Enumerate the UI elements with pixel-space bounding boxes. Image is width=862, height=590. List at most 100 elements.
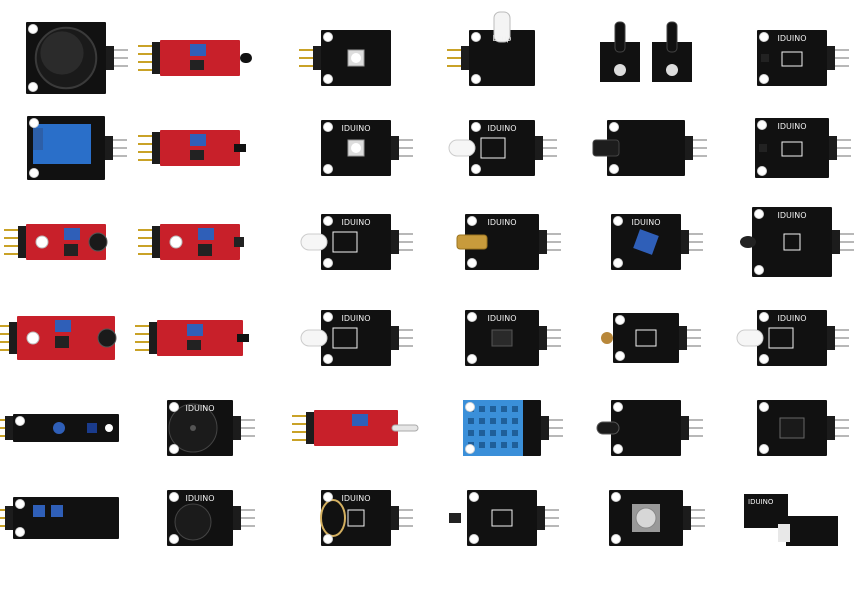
mounting-hole: [469, 492, 479, 502]
silkscreen-label: IDUINO: [777, 211, 806, 220]
header-pin: [399, 147, 413, 149]
reed-magnetic-module: [292, 410, 419, 446]
header-pin: [114, 57, 128, 59]
pin-header: [537, 506, 545, 530]
temperature-probe: [740, 236, 756, 248]
pin-header: [681, 416, 689, 440]
pin-header: [827, 326, 835, 350]
crystal-oscillator-module: IDUINO: [320, 490, 413, 546]
mounting-hole: [615, 351, 625, 361]
header-pin: [138, 229, 152, 231]
pcb-board: [13, 414, 119, 442]
buzzer: [174, 503, 212, 541]
pcb-board: [613, 313, 679, 363]
reed-sensor: [592, 139, 620, 157]
mounting-hole: [323, 492, 333, 502]
mounting-hole: [323, 354, 333, 364]
dht-grill: [479, 442, 485, 448]
header-pin: [138, 253, 152, 255]
header-pin: [0, 333, 9, 335]
pin-header: [391, 506, 399, 530]
two-color-led-module: Lcup: [447, 11, 535, 86]
header-pin: [691, 509, 705, 511]
header-pin: [0, 509, 5, 511]
white-led-module-2: IDUINO: [300, 310, 413, 366]
header-pin: [835, 345, 849, 347]
mounting-hole: [29, 168, 39, 178]
sensor-chip: [759, 144, 767, 152]
header-pin: [545, 509, 559, 511]
header-pin: [0, 419, 5, 421]
dht-grill: [490, 406, 496, 412]
header-pin: [835, 329, 849, 331]
header-pin: [292, 439, 306, 441]
mounting-hole: [323, 534, 333, 544]
header-pin: [447, 49, 461, 51]
silkscreen-label: IDUINO: [341, 124, 370, 133]
pin-header: [106, 46, 114, 70]
mounting-hole: [169, 235, 183, 249]
header-pin: [114, 65, 128, 67]
mounting-hole: [105, 424, 113, 432]
pin-header: [5, 506, 13, 530]
ir-sensor: [234, 237, 244, 247]
header-pin: [399, 517, 413, 519]
pin-header: [461, 46, 469, 70]
pin-header: [685, 136, 693, 160]
header-pin: [399, 337, 413, 339]
mounting-hole: [759, 32, 769, 42]
pcb-board: [157, 320, 243, 356]
header-pin: [547, 329, 561, 331]
header-pin: [135, 349, 149, 351]
header-pin: [543, 139, 557, 141]
mounting-hole: [613, 402, 623, 412]
buzzer-hole: [190, 425, 196, 431]
led-lens: [351, 53, 361, 63]
pcb-board: [160, 224, 240, 260]
potentiometer: [190, 134, 206, 146]
rotary-encoder-module: [609, 490, 705, 546]
header-pin: [447, 57, 461, 59]
pcb-board: [465, 214, 539, 270]
silkscreen-box: [332, 327, 358, 349]
mounting-hole: [323, 164, 333, 174]
mounting-hole: [759, 402, 769, 412]
header-pin: [837, 155, 851, 157]
pin-header: [152, 132, 160, 164]
pcb-board: [160, 40, 240, 76]
mounting-hole: [323, 32, 333, 42]
silkscreen-box: [783, 233, 801, 251]
pcb-board: [607, 120, 685, 176]
header-pin: [399, 241, 413, 243]
ir-led: [596, 421, 620, 435]
header-pin: [547, 233, 561, 235]
mounting-hole: [471, 164, 481, 174]
silkscreen-label: IDUINO: [341, 218, 370, 227]
mounting-hole: [611, 534, 621, 544]
joystick-module: [26, 22, 128, 94]
header-pin: [399, 525, 413, 527]
header-pin: [399, 509, 413, 511]
mounting-hole: [35, 235, 49, 249]
thermistor: [234, 144, 246, 152]
mounting-hole: [757, 120, 767, 130]
header-pin: [241, 525, 255, 527]
header-pin: [138, 53, 152, 55]
dht-grill: [479, 430, 485, 436]
pin-header: [152, 226, 160, 258]
mounting-hole: [467, 354, 477, 364]
rgb-led-module: [299, 30, 391, 86]
analog-temperature-module: [135, 320, 249, 356]
relay-module: [27, 116, 127, 180]
pin-header: [9, 322, 17, 354]
pcb-board: [757, 310, 827, 366]
header-pin: [399, 233, 413, 235]
header-pin: [545, 517, 559, 519]
pin-header: [152, 42, 160, 74]
mounting-hole: [465, 402, 475, 412]
silkscreen-label: IDUINO: [341, 494, 370, 503]
pcb-board: [469, 30, 535, 86]
header-pin: [138, 245, 152, 247]
pin-header: [827, 46, 835, 70]
silkscreen-label: IDUINO: [487, 314, 516, 323]
